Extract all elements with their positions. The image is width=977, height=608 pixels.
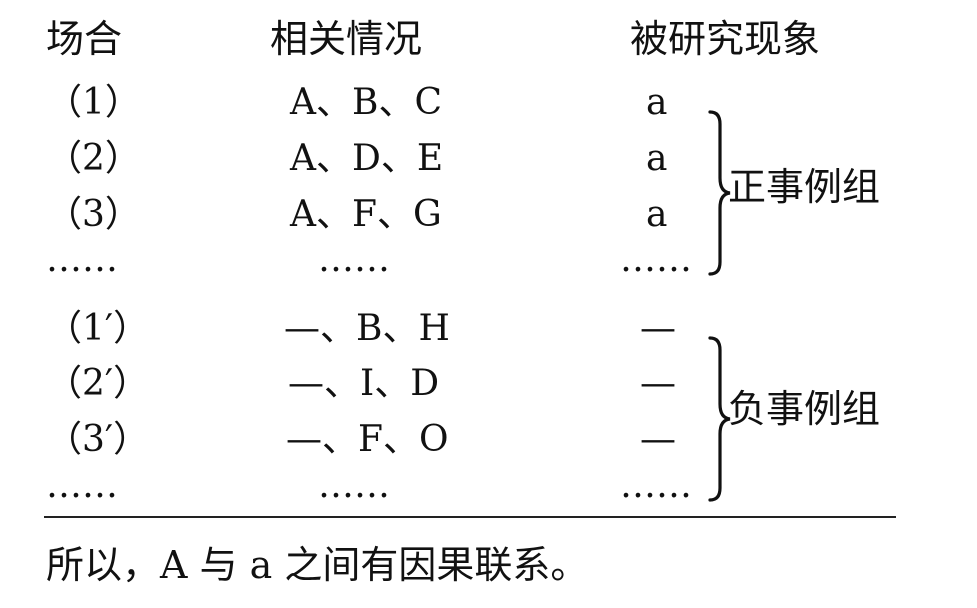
negative-row-4-conditions: …… (318, 465, 390, 506)
negative-row-1-occasion: （1′） (46, 308, 150, 349)
positive-row-4-conditions: …… (318, 239, 390, 280)
negative-row-2-phenomenon: — (640, 363, 676, 404)
negative-row-2-occasion: （2′） (46, 363, 150, 404)
header-conditions: 相关情况 (270, 17, 423, 61)
positive-row-4-occasion: …… (46, 239, 118, 280)
positive-row-1-conditions: A、B、C (290, 82, 442, 123)
positive-row-2-phenomenon: a (646, 138, 668, 179)
conclusion-text: 所以，A 与 a 之间有因果联系。 (46, 543, 589, 587)
positive-row-4-phenomenon: …… (620, 239, 692, 280)
negative-row-1-phenomenon: — (640, 308, 676, 349)
negative-row-3-occasion: （3′） (46, 419, 150, 460)
positive-group-brace-icon (708, 110, 731, 276)
negative-row-3-conditions: —、F、O (286, 419, 449, 460)
negative-row-2-conditions: —、I、D (288, 363, 440, 404)
positive-row-1-phenomenon: a (646, 82, 668, 123)
header-occasion: 场合 (46, 17, 123, 61)
positive-group-label: 正事例组 (728, 165, 881, 209)
positive-row-2-conditions: A、D、E (290, 138, 444, 179)
header-phenomenon: 被研究现象 (630, 17, 821, 61)
positive-row-2-occasion: （2） (46, 138, 141, 179)
divider-rule (44, 516, 896, 518)
positive-row-3-occasion: （3） (46, 194, 141, 235)
positive-row-3-conditions: A、F、G (290, 194, 442, 235)
positive-row-1-occasion: （1） (46, 82, 141, 123)
negative-row-1-conditions: —、B、H (284, 308, 450, 349)
negative-row-4-occasion: …… (46, 465, 118, 506)
negative-row-4-phenomenon: …… (620, 465, 692, 506)
negative-row-3-phenomenon: — (640, 419, 676, 460)
positive-row-3-phenomenon: a (646, 194, 668, 235)
negative-group-label: 负事例组 (728, 387, 881, 431)
negative-group-brace-icon (708, 336, 731, 502)
